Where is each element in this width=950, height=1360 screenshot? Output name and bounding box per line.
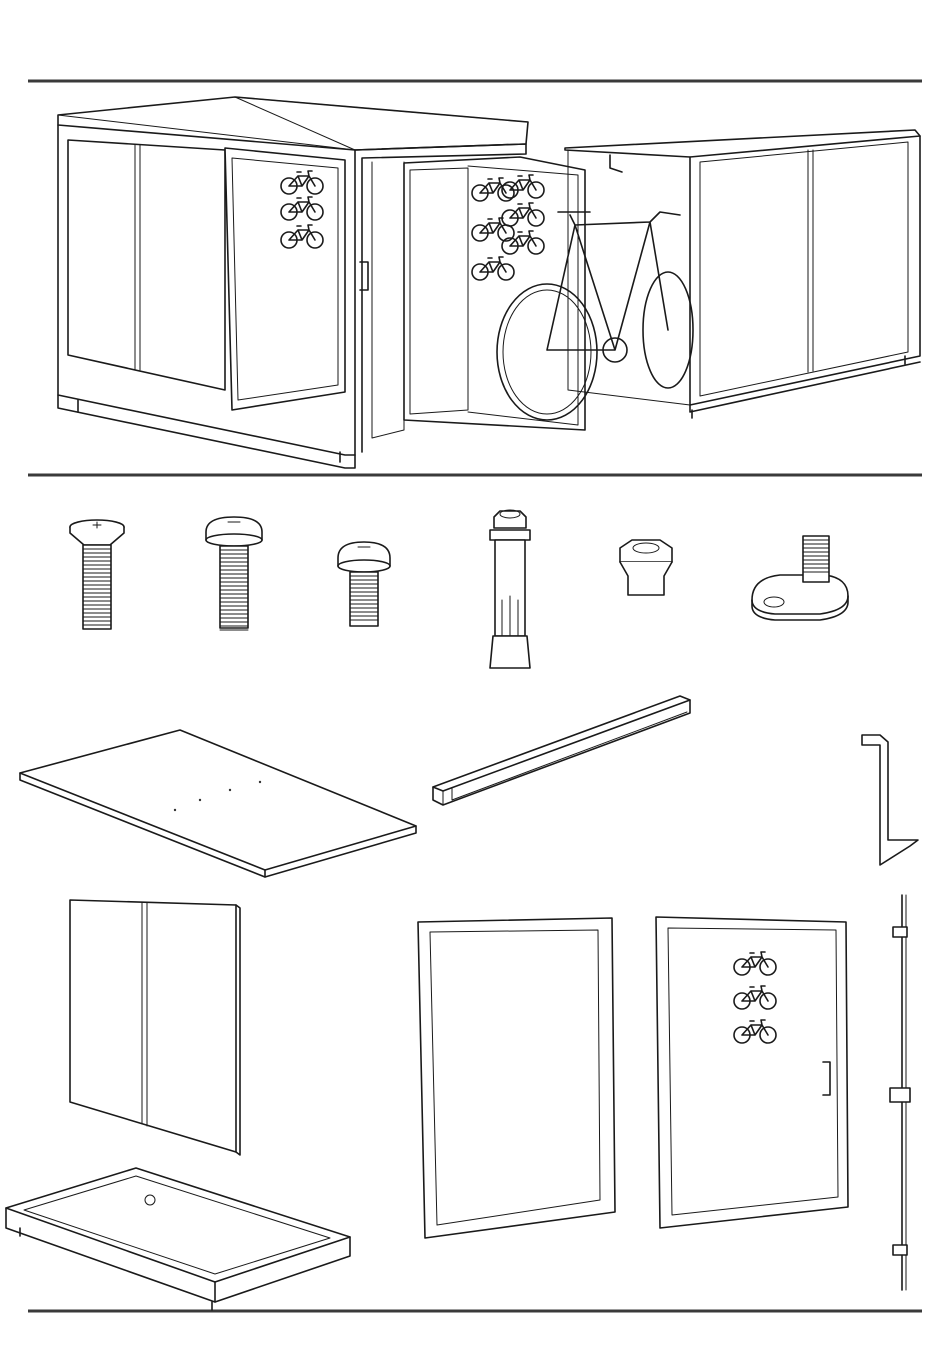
roof-panel-icon <box>20 730 416 877</box>
locker-door-open <box>225 148 345 410</box>
door-frame-icon <box>418 918 615 1238</box>
center-door <box>404 157 585 430</box>
hex-nut-icon <box>620 540 672 595</box>
expansion-anchor-icon <box>490 510 530 668</box>
locking-rod-icon <box>890 895 910 1290</box>
hook-icon <box>862 735 918 865</box>
wall-panel-icon <box>70 900 240 1155</box>
rail-channel-icon <box>433 696 690 805</box>
leveling-foot-icon <box>752 536 848 620</box>
side-panel-left <box>68 140 225 390</box>
pan-head-screw-long-icon <box>206 517 262 630</box>
countersunk-bolt-icon <box>70 520 124 629</box>
pan-head-screw-short-icon <box>338 542 390 626</box>
right-locker-roof <box>565 130 920 157</box>
assembled-bike-locker-illustration <box>58 97 920 468</box>
bike-symbol-icon <box>656 917 848 1228</box>
base-frame-icon <box>6 1168 350 1310</box>
